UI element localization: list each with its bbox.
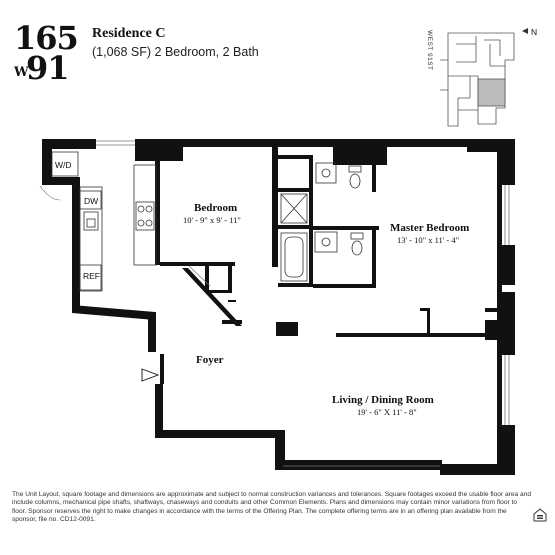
interior-walls [155,147,497,384]
living-room-dims: 19' - 6" X 11' - 8" [357,407,417,417]
bath-fixtures [280,162,364,282]
kitchen-fixtures [79,164,157,292]
bedroom-name: Bedroom [194,202,237,214]
street-label: WEST 91ST [426,30,433,71]
logo-street: 91 [26,49,70,87]
legal-disclaimer: The Unit Layout, square footage and dime… [12,491,532,524]
exterior-walls [42,139,515,475]
master-bedroom-name: Master Bedroom [390,222,469,234]
logo-west: W [14,65,29,80]
entry-arrow-icon [141,368,160,382]
door-swings [39,185,211,287]
refrigerator-label: REF [83,271,100,281]
wd-label: W/D [55,160,72,170]
dishwasher-label: DW [84,196,98,206]
equal-housing-icon [533,508,547,522]
living-room-name: Living / Dining Room [332,394,434,406]
master-bedroom-dims: 13' - 10" x 11' - 4" [397,235,459,245]
residence-subtitle: (1,068 SF) 2 Bedroom, 2 Bath [92,45,259,59]
bedroom-dims: 10' - 9" x 9' - 11" [183,215,241,225]
north-label: N [531,27,537,37]
foyer-name: Foyer [196,354,224,366]
windows [96,140,510,467]
north-arrow-icon [522,28,528,34]
logo-number: 165 [14,19,79,57]
key-plan [440,32,515,127]
washer-dryer [51,151,79,177]
residence-title: Residence C [92,26,166,41]
